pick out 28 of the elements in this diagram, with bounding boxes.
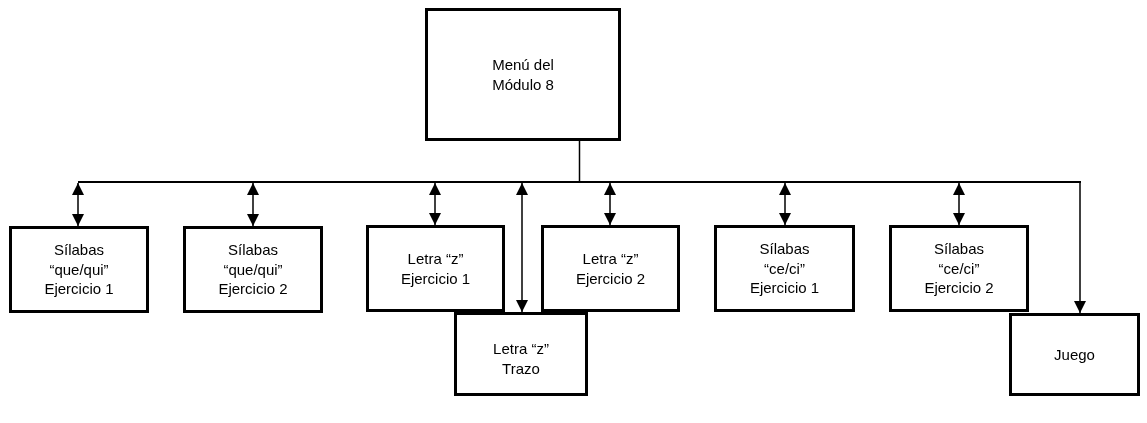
box-label: Menú del Módulo 8 — [491, 55, 555, 94]
arrow — [779, 182, 791, 226]
box-label: Letra “z” Ejercicio 2 — [574, 249, 647, 288]
arrow — [247, 182, 259, 227]
menu-box — [454, 312, 588, 396]
box-label: Letra “z” Ejercicio 1 — [399, 249, 472, 288]
connector-line — [578, 140, 581, 182]
box-label: Sílabas “que/qui” Ejercicio 2 — [217, 240, 289, 299]
menu-box — [9, 226, 149, 313]
arrow — [72, 182, 84, 227]
arrow — [604, 182, 616, 226]
menu-box — [541, 225, 680, 312]
menu-box — [714, 225, 855, 312]
box-label: Sílabas “ce/ci” Ejercicio 2 — [923, 239, 995, 298]
arrow — [1074, 182, 1086, 314]
menu-box — [366, 225, 505, 312]
box-label: Letra “z” Trazo — [492, 339, 550, 378]
arrow — [953, 182, 965, 226]
menu-box — [1009, 313, 1140, 396]
menu-box — [183, 226, 323, 313]
arrow — [429, 182, 441, 226]
menu-box — [889, 225, 1029, 312]
arrow — [516, 182, 528, 313]
box-label: Juego — [1054, 344, 1095, 365]
menu-box — [425, 8, 621, 141]
bus-line — [78, 181, 1081, 183]
box-label: Sílabas “que/qui” Ejercicio 1 — [43, 240, 115, 299]
box-label: Sílabas “ce/ci” Ejercicio 1 — [748, 239, 821, 298]
